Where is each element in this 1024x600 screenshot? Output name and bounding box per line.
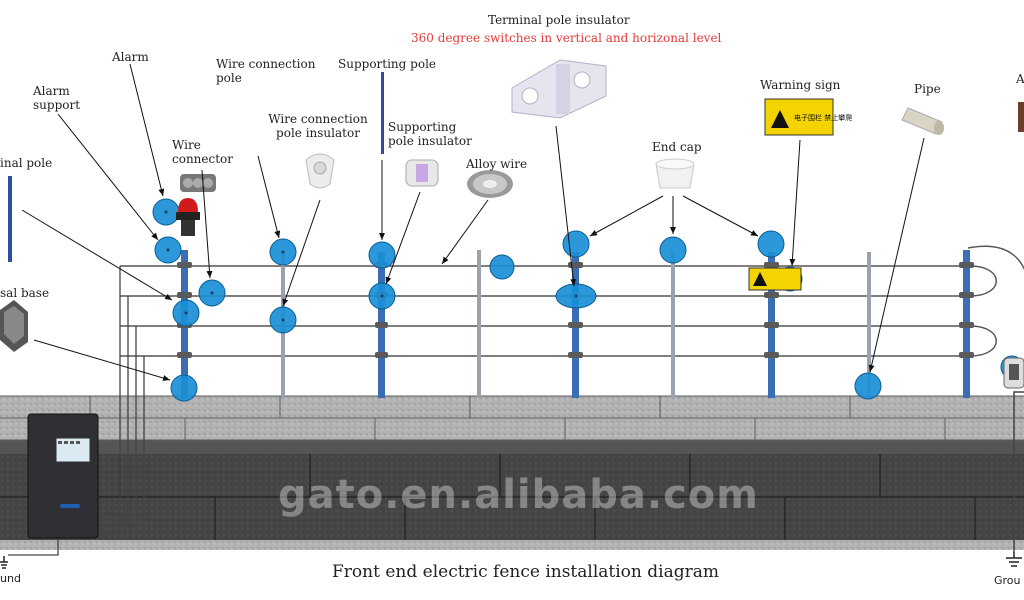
watermark: gato.en.alibaba.com — [278, 472, 759, 518]
alloy-wire-icon — [467, 170, 513, 198]
pipe-icon — [901, 107, 944, 135]
marker-alloy-wire — [489, 254, 515, 280]
middle-pole-3 — [867, 252, 871, 398]
middle-pole-2 — [671, 252, 675, 398]
terminal-insulator-icon — [511, 59, 607, 119]
label-wire-connection-insulator: Wire connection pole insulator — [268, 112, 368, 140]
wire-connection-insulator-icon — [305, 153, 335, 189]
marker-pipe — [854, 372, 882, 400]
arrester-icon — [1003, 357, 1024, 389]
label-terminal-pole: inal pole — [0, 156, 53, 170]
label-alarm: Alarm — [112, 50, 149, 64]
universal-base-icon — [0, 300, 28, 352]
right-cut-icon — [1018, 102, 1024, 132]
terminal-pole-icon — [8, 176, 12, 262]
fence-warning-sign — [748, 267, 802, 291]
label-ground-right: Grou — [994, 574, 1021, 587]
leader-lines — [21, 63, 925, 381]
wire-connector-icon — [180, 174, 216, 192]
ground-icon-left — [0, 556, 8, 569]
label-switch-note: 360 degree switches in vertical and hori… — [411, 31, 722, 45]
label-alloy-wire: Alloy wire — [466, 157, 528, 171]
fence-wires — [120, 245, 1024, 357]
marker-end-cap-2 — [659, 236, 687, 264]
label-supporting-insulator: Supporting pole insulator — [388, 120, 472, 148]
label-wire-connection-pole: Wire connection pole — [216, 57, 316, 85]
energizer-controller — [27, 413, 99, 539]
supporting-insulator-icon — [405, 159, 439, 187]
label-end-cap: End cap — [652, 140, 702, 154]
label-warning-sign: Warning sign — [760, 78, 841, 92]
label-wire-connector: Wire connector — [172, 138, 234, 166]
label-right-cut: A — [1016, 72, 1024, 86]
warning-sign-text: 电子围栏 禁止攀爬 — [794, 113, 852, 122]
end-cap-icon — [655, 158, 695, 189]
warning-sign-icon: 电子围栏 禁止攀爬 — [764, 98, 852, 136]
marker-supporting-pole — [368, 241, 396, 269]
alarm-icon — [176, 198, 200, 236]
marker-universal-base — [170, 374, 198, 402]
marker-end-cap-3 — [757, 230, 785, 258]
label-alarm-support: Alarm support — [33, 84, 81, 112]
label-pipe: Pipe — [914, 82, 941, 96]
label-ground-left: und — [0, 572, 21, 585]
label-universal-base: sal base — [0, 286, 50, 300]
supporting-pole-icon — [381, 72, 384, 154]
diagram-caption: Front end electric fence installation di… — [332, 562, 719, 582]
ground-icon-right — [1006, 391, 1024, 567]
marker-end-cap-1 — [562, 230, 590, 258]
label-terminal-pole-insulator: Terminal pole insulator — [488, 13, 630, 27]
middle-pole-1 — [477, 250, 481, 398]
label-supporting-pole: Supporting pole — [338, 57, 437, 71]
